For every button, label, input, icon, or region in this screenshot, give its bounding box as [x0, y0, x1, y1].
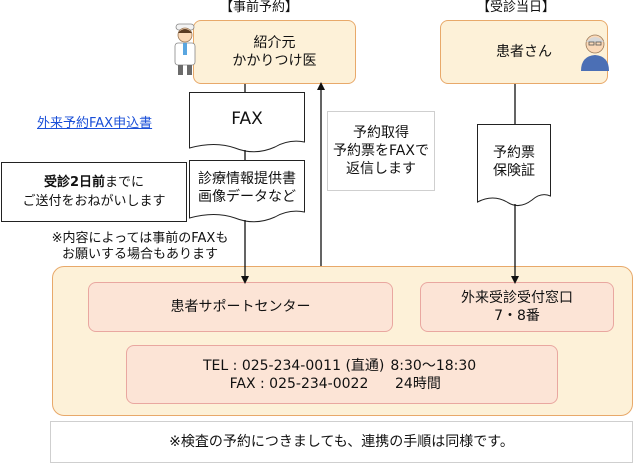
reply-note-line1: 予約取得 [353, 125, 409, 141]
contact-box: TEL : 025-234-0011 (直通) 8:30〜18:30 FAX :… [126, 345, 558, 404]
application-form-link[interactable]: 外来予約FAX申込書 [37, 116, 153, 131]
contact-tel-label: TEL : 025-234-0011 (直通) [203, 357, 385, 374]
deadline-note-line1: 受診2日前までに [44, 173, 144, 192]
fax-document: FAX [189, 92, 305, 154]
deadline-note-bold: 受診2日前 [43, 175, 106, 190]
footer-note-text: ※検査の予約につきましても、連携の手順は同様です。 [169, 434, 514, 450]
reply-note: 予約取得 予約票をFAXで 返信します [327, 111, 435, 191]
heading-visit-day: 【受診当日】 [476, 0, 555, 15]
patient-support-center: 患者サポートセンター [88, 282, 393, 332]
deadline-note-line2: ご送付をおねがいします [22, 194, 166, 209]
reception-line2: 7・8番 [494, 308, 540, 324]
reply-note-line3: 返信します [346, 161, 416, 177]
document-shape-icon [189, 92, 305, 153]
referral-info-line2: 画像データなど [198, 189, 296, 206]
patient-box: 患者さん [440, 20, 608, 84]
reception-line1: 外来受診受付窓口 [461, 290, 573, 306]
contact-fax-label: FAX : 025-234-0022 [229, 375, 369, 392]
patient-label: 患者さん [496, 44, 552, 60]
heading-advance-booking: 【事前予約】 [219, 0, 298, 15]
patient-icon [581, 34, 609, 71]
contact-fax-row: FAX : 025-234-0022 24時間 [203, 375, 441, 393]
doctor-icon [174, 23, 196, 75]
ticket-line2: 保険証 [493, 162, 535, 179]
ticket-line1: 予約票 [493, 144, 535, 161]
reply-note-line2: 予約票をFAXで [333, 143, 429, 159]
contact-tel-hours: 8:30〜18:30 [390, 357, 477, 374]
reception-window: 外来受診受付窓口 7・8番 [420, 282, 614, 332]
advance-fax-note: ※内容によっては事前のFAXも お願いする場合もあります [30, 231, 250, 263]
deadline-note-rest: までに [105, 175, 145, 190]
referral-info-label: 診療情報提供書 画像データなど [189, 160, 305, 216]
advance-fax-note-line2: お願いする場合もあります [61, 247, 218, 262]
document-shape-icon [477, 124, 551, 206]
ticket-document-label: 予約票 保険証 [477, 124, 551, 200]
ticket-document: 予約票 保険証 [477, 124, 551, 210]
referrer-line2: かかりつけ医 [232, 53, 317, 69]
referral-info-line1: 診療情報提供書 [198, 171, 296, 188]
deadline-note: 受診2日前までに ご送付をおねがいします [1, 162, 187, 222]
referrer-box: 紹介元 かかりつけ医 [193, 20, 356, 84]
referrer-line1: 紹介元 [253, 35, 296, 51]
contact-fax-hours: 24時間 [395, 375, 441, 392]
advance-fax-note-line1: ※内容によっては事前のFAXも [51, 231, 229, 246]
fax-document-label: FAX [231, 109, 263, 130]
footer-note: ※検査の予約につきましても、連携の手順は同様です。 [50, 421, 633, 463]
contact-tel-row: TEL : 025-234-0011 (直通) 8:30〜18:30 [203, 357, 476, 375]
patient-support-center-label: 患者サポートセンター [170, 299, 311, 315]
document-shape-icon [189, 160, 305, 223]
referral-info-document: 診療情報提供書 画像データなど [189, 160, 305, 224]
